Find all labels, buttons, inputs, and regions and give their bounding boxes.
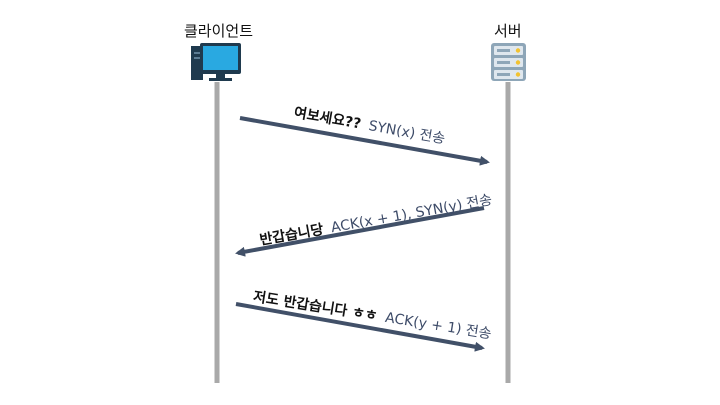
client-label: 클라이언트 [184,22,254,40]
message-arrow-2 [235,206,485,257]
server-rack-icon [491,43,526,81]
message-arrow-1 [239,116,490,166]
message-arrow-3 [235,302,485,352]
server-label: 서버 [494,22,522,40]
desktop-computer-icon [191,43,241,81]
